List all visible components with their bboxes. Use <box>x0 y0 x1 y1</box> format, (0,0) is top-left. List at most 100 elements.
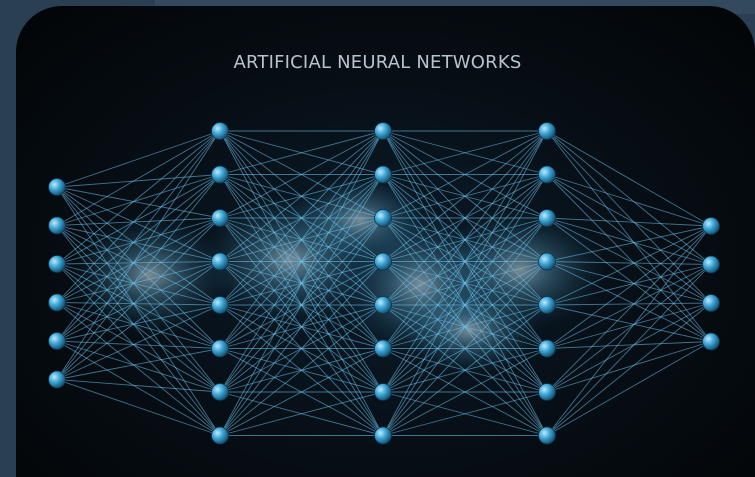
edge-l0-0-0 <box>56 130 221 188</box>
edge-l0-5-4 <box>56 304 221 380</box>
edge-l3-1-3 <box>546 174 712 342</box>
edge-l0-2-3 <box>56 261 221 265</box>
edge-l0-2-5 <box>56 263 221 349</box>
edge-l0-5-7 <box>56 379 221 436</box>
edge-l2-5-0 <box>382 130 548 349</box>
edge-l3-2-0 <box>546 217 712 227</box>
node-layer4-1 <box>702 255 720 274</box>
edge-l0-2-1 <box>56 174 221 265</box>
edge-l3-7-2 <box>546 302 712 436</box>
edge-l2-7-6 <box>382 391 548 436</box>
edge-l3-3-1 <box>546 261 712 265</box>
edge-l1-7-5 <box>219 348 384 436</box>
node-layer3-7 <box>538 426 556 445</box>
edge-l3-0-0 <box>546 130 712 227</box>
node-layer3-2 <box>538 209 556 227</box>
edge-l0-2-0 <box>56 130 221 265</box>
edge-l2-7-1 <box>382 174 548 436</box>
edge-l0-5-2 <box>56 217 221 380</box>
node-layer2-1 <box>374 165 392 184</box>
glow-0 <box>70 215 230 335</box>
edge-l0-0-3 <box>56 186 221 262</box>
edge-l0-3-6 <box>56 302 221 393</box>
edge-l3-4-0 <box>546 225 712 306</box>
edge-l0-3-3 <box>56 261 221 303</box>
node-layer1-1 <box>211 165 229 184</box>
node-layer1-0 <box>211 122 229 140</box>
edge-l1-1-0 <box>219 130 384 175</box>
node-layer1-4 <box>211 296 229 314</box>
edge-l0-1-0 <box>56 130 221 226</box>
edge-l1-5-0 <box>219 130 384 349</box>
edge-l2-7-4 <box>382 304 548 436</box>
edge-l1-7-1 <box>219 174 384 436</box>
edge-l0-1-2 <box>56 217 221 226</box>
edge-l2-2-0 <box>382 130 548 219</box>
node-layer0-3 <box>48 293 66 312</box>
edge-l0-4-4 <box>56 304 221 342</box>
edge-l3-6-1 <box>546 264 712 393</box>
node-layer3-5 <box>538 339 556 358</box>
node-layer2-5 <box>374 339 392 358</box>
edge-l0-2-7 <box>56 263 221 436</box>
node-layer3-4 <box>538 296 556 314</box>
edge-layer <box>56 130 712 436</box>
edge-l3-3-2 <box>546 261 712 304</box>
edge-l2-7-0 <box>382 130 548 436</box>
edge-l3-4-1 <box>546 264 712 306</box>
node-layer0-4 <box>48 332 66 350</box>
edge-l3-6-2 <box>546 302 712 393</box>
edge-l3-0-2 <box>546 130 712 304</box>
node-layer4-3 <box>702 332 720 351</box>
edge-l2-3-0 <box>382 130 548 262</box>
edge-l0-1-3 <box>56 225 221 262</box>
edge-l0-4-2 <box>56 217 221 342</box>
edge-l3-7-1 <box>546 264 712 436</box>
edge-l0-1-7 <box>56 225 221 436</box>
edge-l3-2-1 <box>546 217 712 265</box>
edge-l3-2-2 <box>546 217 712 304</box>
edge-l0-3-4 <box>56 302 221 306</box>
edge-l0-0-4 <box>56 186 221 306</box>
edge-l1-6-0 <box>219 130 384 393</box>
edge-l0-0-1 <box>56 174 221 188</box>
edge-l0-5-5 <box>56 348 221 380</box>
node-layer4-2 <box>702 294 720 312</box>
edge-l0-3-0 <box>56 130 221 303</box>
edge-l1-7-3 <box>219 261 384 436</box>
node-layer2-2 <box>374 209 392 227</box>
edge-l3-7-3 <box>546 341 712 436</box>
edge-l0-0-2 <box>56 186 221 219</box>
node-layer0-2 <box>48 255 66 273</box>
edge-l0-1-5 <box>56 225 221 349</box>
edge-l1-7-4 <box>219 304 384 436</box>
edge-l0-4-3 <box>56 261 221 342</box>
edge-l3-6-3 <box>546 341 712 393</box>
edge-l0-3-5 <box>56 302 221 349</box>
node-layer3-0 <box>538 122 556 140</box>
edge-l0-4-1 <box>56 174 221 342</box>
edge-l3-0-3 <box>546 130 712 342</box>
edge-l2-7-3 <box>382 261 548 436</box>
edge-l3-1-0 <box>546 174 712 227</box>
node-layer0-1 <box>48 216 66 235</box>
node-layer3-3 <box>538 252 556 271</box>
edge-l0-5-6 <box>56 379 221 393</box>
edge-l0-4-6 <box>56 340 221 393</box>
node-layer1-6 <box>211 383 229 401</box>
node-layer3-6 <box>538 383 556 401</box>
node-layer2-3 <box>374 252 392 271</box>
edge-l0-1-6 <box>56 225 221 393</box>
edge-l0-3-1 <box>56 174 221 303</box>
edge-l2-7-5 <box>382 348 548 436</box>
edge-l0-2-2 <box>56 217 221 265</box>
edge-l0-0-6 <box>56 186 221 393</box>
edge-l0-3-7 <box>56 302 221 436</box>
edge-l1-2-0 <box>219 130 384 219</box>
edge-l0-1-1 <box>56 174 221 226</box>
node-layer0-5 <box>48 370 66 389</box>
edge-l0-5-0 <box>56 130 221 380</box>
edge-l1-7-0 <box>219 130 384 436</box>
